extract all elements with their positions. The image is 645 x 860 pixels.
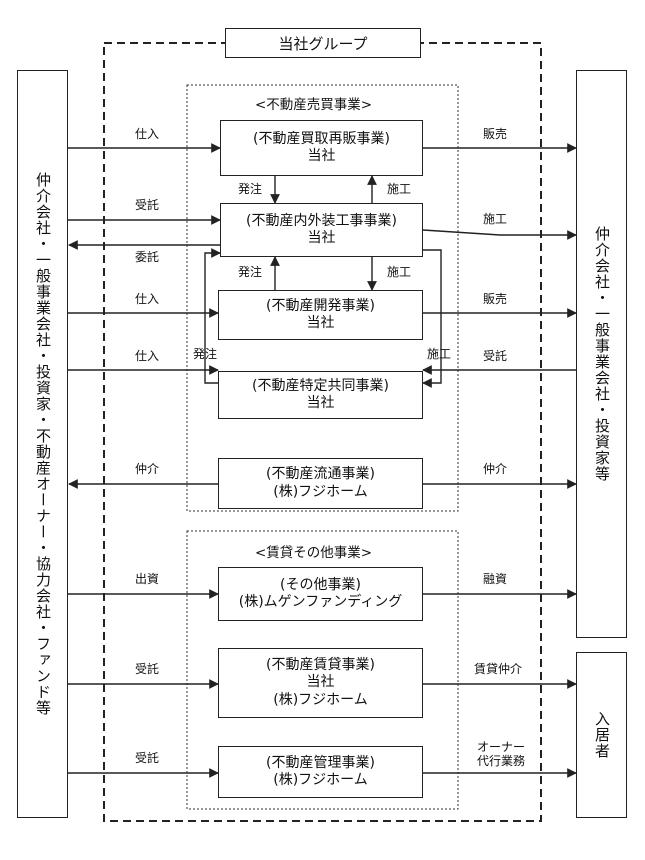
box-distribution-line1: (不動産流通事業) <box>266 466 375 482</box>
label-hatchu-1: 発注 <box>238 182 263 196</box>
box-other-line2: (株)ムゲンファンディング <box>238 594 403 610</box>
label-seko-2: 施工 <box>387 265 412 279</box>
box-construction-line1: (不動産内外装工事事業) <box>246 212 397 229</box>
arrow-seko-construction <box>422 229 577 240</box>
box-rental-line1: (不動産賃貸事業) <box>266 656 375 673</box>
label-itaku: 委託 <box>135 250 160 264</box>
box-development-line2: 当社 <box>306 315 335 331</box>
box-resale-line2: 当社 <box>307 148 336 164</box>
arrow-seko-3 <box>422 249 442 388</box>
box-construction: (不動産内外装工事事業) 当社 <box>220 203 423 257</box>
label-owner-line2: 代行業務 <box>477 754 526 768</box>
box-joint-line1: (不動産特定共同事業) <box>252 377 389 394</box>
box-rental-line2: 当社 <box>306 674 335 691</box>
label-jutaku-right: 受託 <box>483 349 508 363</box>
tenant-panel: 入居者 <box>576 652 627 818</box>
label-chukai-left: 仲介 <box>135 462 160 476</box>
label-chukai-right: 仲介 <box>483 462 508 476</box>
right-panel: 仲介会社・一般事業会社・投資家等 <box>576 70 627 638</box>
box-rental-line3: (株)フジホーム <box>273 691 368 708</box>
box-construction-line2: 当社 <box>307 230 336 246</box>
section-title-leasing: <賃貸その他事業> <box>253 541 375 561</box>
box-development-line1: (不動産開発事業) <box>266 297 375 314</box>
box-management-line2: (株)フジホーム <box>273 772 368 788</box>
tenant-panel-text: 入居者 <box>593 711 611 759</box>
label-shusshi: 出資 <box>135 572 160 586</box>
trading-section-frame <box>186 84 459 512</box>
box-management: (不動産管理事業) (株)フジホーム <box>218 746 423 798</box>
box-other: (その他事業) (株)ムゲンファンディング <box>218 567 423 621</box>
leasing-section-frame <box>186 530 459 810</box>
left-panel: 仲介会社・一般事業会社・投資家・不動産オーナー・協力会社・ファンド等 <box>17 70 68 818</box>
box-other-line1: (その他事業) <box>280 576 361 593</box>
label-seko-1: 施工 <box>387 182 412 196</box>
group-boundary <box>103 42 542 822</box>
label-jutaku-3: 受託 <box>135 751 160 765</box>
group-title: 当社グループ <box>225 28 421 58</box>
arrow-hatchu-3 <box>204 248 221 384</box>
box-joint: (不動産特定共同事業) 当社 <box>218 371 423 419</box>
box-resale-line1: (不動産買取再販事業) <box>253 130 390 147</box>
group-title-text: 当社グループ <box>278 34 368 53</box>
box-distribution-line2: (株)フジホーム <box>273 483 368 500</box>
section-title-trading: <不動産売買事業> <box>253 93 375 113</box>
label-hanbai-1: 販売 <box>483 127 508 141</box>
label-yushi: 融資 <box>483 572 508 586</box>
label-hatchu-3: 発注 <box>193 347 218 361</box>
box-distribution: (不動産流通事業) (株)フジホーム <box>218 458 423 509</box>
box-resale: (不動産買取再販事業) 当社 <box>220 120 423 176</box>
left-panel-text: 仲介会社・一般事業会社・投資家・不動産オーナー・協力会社・ファンド等 <box>34 172 52 716</box>
label-chintai-chukai: 賃貸仲介 <box>474 662 523 676</box>
label-owner-line1: オーナー <box>477 740 526 754</box>
label-seko-right: 施工 <box>483 212 508 226</box>
label-hatchu-2: 発注 <box>238 265 263 279</box>
box-rental: (不動産賃貸事業) 当社 (株)フジホーム <box>218 648 423 718</box>
label-shiire-2: 仕入 <box>135 292 160 306</box>
label-jutaku-2: 受託 <box>135 662 160 676</box>
label-shiire-3: 仕入 <box>135 349 160 363</box>
right-panel-text: 仲介会社・一般事業会社・投資家等 <box>593 226 611 482</box>
label-shiire-1: 仕入 <box>135 127 160 141</box>
box-joint-line2: 当社 <box>306 395 335 411</box>
box-management-line1: (不動産管理事業) <box>266 754 375 771</box>
label-hanbai-2: 販売 <box>483 292 508 306</box>
box-development: (不動産開発事業) 当社 <box>218 290 423 340</box>
label-jutaku-1: 受託 <box>135 198 160 212</box>
label-seko-3: 施工 <box>427 347 452 361</box>
